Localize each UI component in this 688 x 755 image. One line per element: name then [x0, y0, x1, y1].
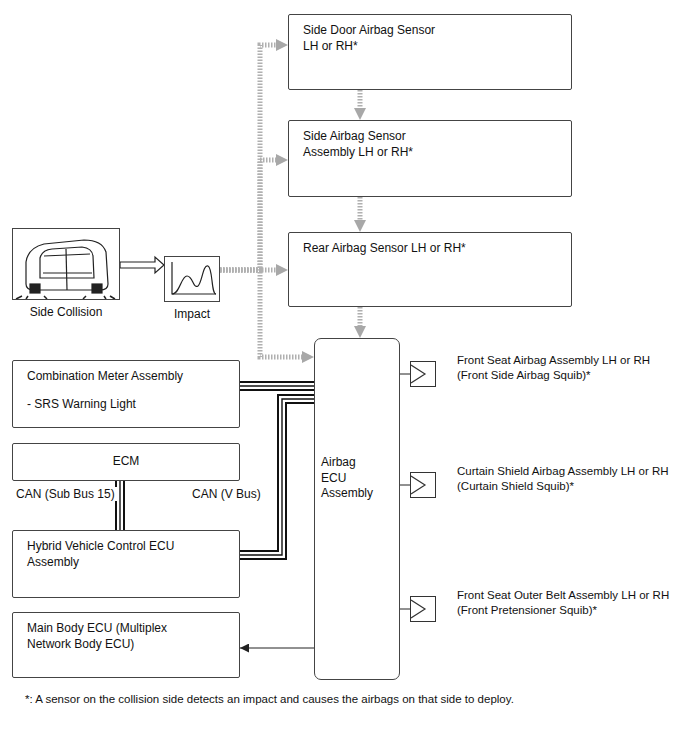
- impact-signal-arrow: [220, 45, 288, 270]
- squib-label: Front Seat Outer Belt Assembly LH or RH …: [457, 588, 679, 618]
- squib-label: Front Seat Airbag Assembly LH or RH (Fro…: [457, 353, 679, 383]
- car-body: [26, 240, 108, 290]
- arrowhead-carrier: [276, 45, 288, 46]
- wire: [400, 485, 410, 486]
- car-rear-window: [43, 272, 92, 273]
- sensor-box: Side Door Airbag Sensor LH or RH*: [288, 14, 572, 90]
- squib-chevron-line: [411, 600, 425, 618]
- impact-curve: [172, 266, 216, 294]
- car-center-line: [66, 249, 67, 290]
- footnote: *: A sensor on the collision side detect…: [25, 693, 514, 707]
- squib-label: Curtain Shield Airbag Assembly LH or RH …: [457, 464, 679, 494]
- squib-chevron: [411, 597, 435, 621]
- box-label: Combination Meter Assembly: [27, 369, 225, 385]
- picture-caption: Impact: [174, 307, 210, 323]
- collision-picture-box: Side Collision: [12, 228, 120, 300]
- impact-signal-arrow: [220, 160, 288, 270]
- squib-symbol: Front Seat Airbag Assembly LH or RH (Fro…: [410, 361, 436, 387]
- bus-label: CAN (Sub Bus 15): [14, 487, 117, 501]
- ecu-box: Airbag ECU Assembly: [314, 338, 400, 680]
- dotted-arrow-line: [358, 197, 363, 224]
- squib-chevron-line: [411, 365, 425, 383]
- picture-caption: Side Collision: [30, 305, 103, 321]
- arrowhead-carrier: [302, 357, 314, 358]
- box-label: - SRS Warning Light: [27, 397, 225, 413]
- box-label: Hybrid Vehicle Control ECU Assembly: [27, 539, 197, 570]
- meter-box: Combination Meter Assembly - SRS Warning …: [12, 360, 240, 428]
- impact-graph-box: Impact: [164, 256, 220, 302]
- dotted-arrow-line: [220, 160, 280, 270]
- dotted-arrow-line: [358, 90, 363, 112]
- squib-symbol: Curtain Shield Airbag Assembly LH or RH …: [410, 472, 436, 498]
- wire: [400, 609, 410, 610]
- impact-signal-arrow: [360, 197, 361, 232]
- sensor-box: Rear Airbag Sensor LH or RH*: [288, 232, 572, 307]
- arrowhead-carrier: [276, 270, 288, 271]
- squib-chevron: [411, 473, 435, 497]
- wire: [240, 648, 314, 649]
- box-label: Side Airbag Sensor Assembly LH or RH*: [303, 129, 443, 160]
- can-bus-line: [240, 399, 314, 555]
- bus-gap: [117, 481, 123, 530]
- arrowhead-carrier: [360, 326, 361, 338]
- bus-outer: [240, 381, 314, 391]
- ecu-box: ECM: [12, 443, 240, 481]
- wire: [400, 374, 410, 375]
- hollow-arrow: [120, 257, 164, 273]
- car-wheel: [92, 284, 102, 293]
- squib-chevron: [411, 362, 435, 386]
- bus-outer: [240, 399, 314, 555]
- car-wheel: [30, 284, 40, 293]
- connector: [400, 485, 410, 486]
- connector: [400, 609, 410, 610]
- can-bus-line: [240, 386, 314, 387]
- arrowhead-carrier: [360, 220, 361, 232]
- bus-center: [240, 385, 314, 386]
- squib-chevron-line: [411, 476, 425, 494]
- sensor-box: Side Airbag Sensor Assembly LH or RH*: [288, 120, 572, 197]
- dotted-arrow-line: [220, 45, 280, 270]
- box-label: Rear Airbag Sensor LH or RH*: [303, 241, 523, 257]
- bus-gap: [240, 383, 314, 389]
- bus-gap: [240, 399, 314, 555]
- impact-signal-arrow: [360, 307, 361, 338]
- connector: [240, 648, 314, 649]
- connector: [400, 374, 410, 375]
- ecu-box: Main Body ECU (Multiplex Network Body EC…: [12, 612, 240, 678]
- bus-center: [240, 399, 314, 555]
- squib-symbol: Front Seat Outer Belt Assembly LH or RH …: [410, 596, 436, 622]
- impact-marks: [16, 296, 115, 299]
- box-label: ECM: [26, 454, 226, 470]
- bus-label: CAN (V Bus): [190, 487, 263, 501]
- box-label: Main Body ECU (Multiplex Network Body EC…: [27, 621, 197, 652]
- impact-graph: [172, 262, 216, 294]
- impact-signal-arrow: [360, 90, 361, 120]
- graph-axes: [172, 262, 216, 294]
- arrowhead-carrier: [276, 160, 288, 161]
- car-illustration: [16, 240, 115, 299]
- car-windshield: [44, 254, 90, 256]
- can-bus-line: [120, 481, 121, 530]
- arrowhead-carrier: [360, 108, 361, 120]
- connector: [120, 257, 164, 273]
- ecu-box: Hybrid Vehicle Control ECU Assembly: [12, 530, 240, 598]
- box-label: Airbag ECU Assembly: [321, 455, 377, 502]
- dotted-arrow-line: [358, 307, 363, 330]
- box-label: Side Door Airbag Sensor LH or RH*: [303, 23, 443, 54]
- bus-center: [119, 481, 120, 530]
